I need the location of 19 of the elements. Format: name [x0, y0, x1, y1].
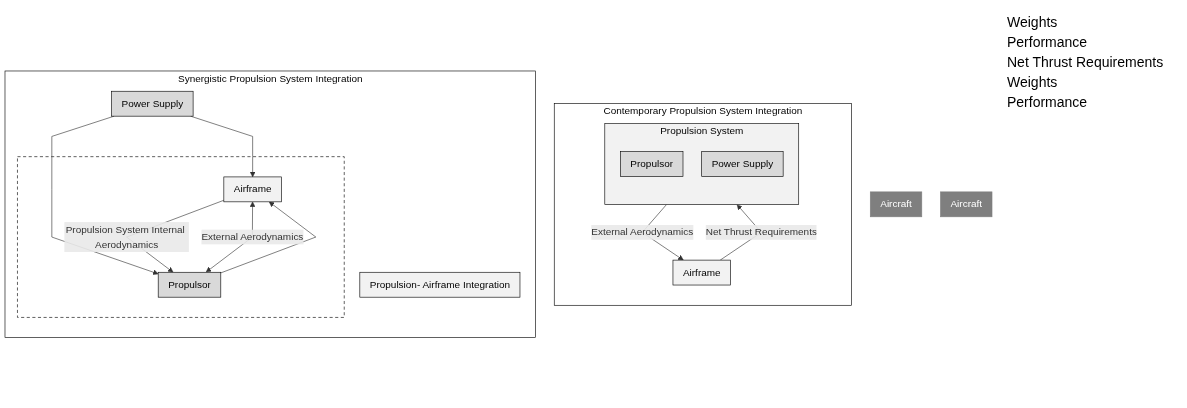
node-box: Propulsor	[157, 271, 222, 298]
note-text: Weights	[1007, 14, 1059, 30]
node-box: Propulsor	[620, 151, 684, 177]
node-box: Aircraft	[940, 191, 993, 217]
node-box: Airframe	[672, 259, 731, 285]
note-text: Performance	[1007, 34, 1089, 50]
cluster	[17, 156, 345, 318]
edge-label: Net Thrust Requirements	[705, 226, 817, 238]
note-text: Net Thrust Requirements	[1007, 54, 1165, 70]
note-text: Weights	[1007, 74, 1059, 90]
edge-label: Propulsion System Internal Aerodynamics	[65, 223, 185, 250]
node-box: Aircraft	[869, 191, 923, 217]
edge-label: External Aerodynamics	[591, 226, 694, 238]
edge-label: External Aerodynamics	[201, 231, 304, 242]
node-box: Airframe	[223, 176, 282, 202]
node-box: Power Supply	[701, 151, 784, 177]
note-text: Performance	[1007, 94, 1089, 110]
node-box: Power Supply	[111, 90, 194, 117]
node-box: Propulsion- Airframe Integration	[359, 271, 521, 298]
